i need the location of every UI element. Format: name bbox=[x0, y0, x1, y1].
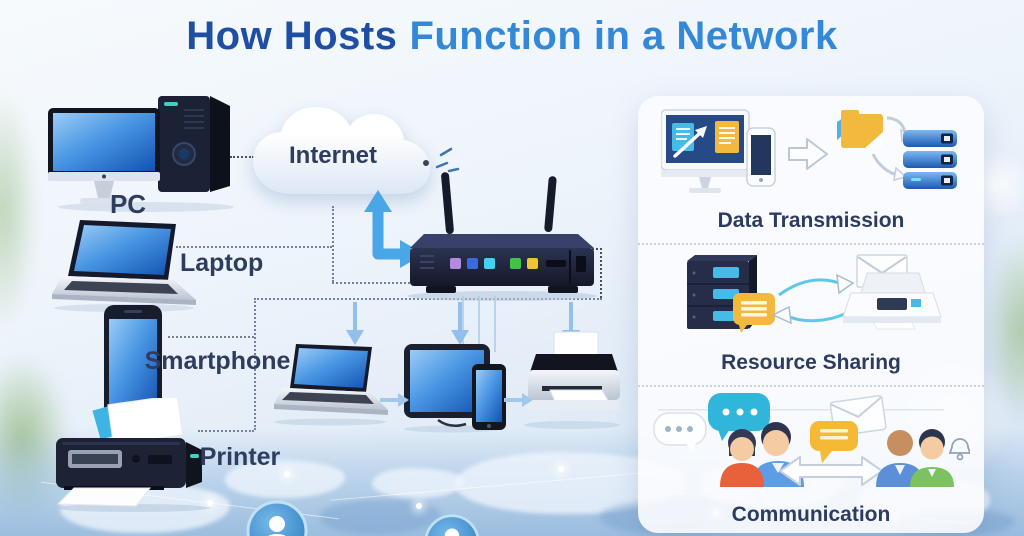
connector-smartphone bbox=[168, 336, 254, 338]
page-title-part1: How Hosts bbox=[186, 14, 398, 58]
connector-pc-cloud bbox=[230, 156, 254, 158]
connected-laptop-icon bbox=[274, 344, 388, 426]
person-avatar-icon bbox=[246, 500, 308, 536]
router-icon bbox=[407, 172, 597, 301]
connected-printer-icon bbox=[524, 331, 620, 429]
resource-sharing-illustration bbox=[687, 254, 942, 333]
internet-cloud-icon bbox=[253, 107, 430, 194]
communication-label: Communication bbox=[731, 503, 891, 526]
router-cable bbox=[462, 296, 464, 352]
data-transmission-illustration bbox=[661, 109, 957, 193]
router-cable bbox=[494, 296, 496, 352]
connector-cloud-router bbox=[332, 282, 426, 284]
printer-label: Printer bbox=[199, 443, 281, 471]
glow-dot bbox=[284, 471, 290, 477]
down-arrow bbox=[451, 302, 469, 345]
pc-label: PC bbox=[109, 189, 147, 219]
connector-cloud-down bbox=[332, 206, 334, 282]
connector-bus-down bbox=[254, 298, 256, 430]
bell-icon bbox=[948, 438, 970, 461]
internet-label: Internet bbox=[288, 142, 377, 169]
person-avatar-icon bbox=[424, 514, 480, 536]
connector-printer bbox=[198, 430, 254, 432]
section-communication: Communication bbox=[638, 387, 984, 536]
connector-laptop bbox=[176, 246, 332, 248]
laptop-label: Laptop bbox=[180, 249, 264, 277]
down-arrow bbox=[346, 302, 364, 345]
page-title-part2: Function in a Network bbox=[409, 14, 838, 58]
right-arrow bbox=[380, 393, 409, 407]
section-data-transmission: Data Transmission bbox=[638, 96, 984, 245]
signal-spark-icon bbox=[423, 147, 460, 173]
smartphone-icon bbox=[103, 305, 163, 434]
laptop-icon bbox=[52, 220, 196, 312]
right-arrow bbox=[504, 393, 533, 407]
glow-dot bbox=[558, 466, 564, 472]
glow-dot bbox=[416, 503, 422, 509]
section-resource-sharing: Resource Sharing bbox=[638, 245, 984, 387]
smartphone-label: Smartphone bbox=[144, 347, 291, 375]
printer-icon bbox=[54, 398, 210, 512]
connector-router-down bbox=[600, 248, 602, 298]
foliage-decoration bbox=[0, 90, 38, 330]
data-transmission-label: Data Transmission bbox=[717, 209, 905, 232]
glow-dot bbox=[207, 500, 213, 506]
connector-router-out bbox=[584, 248, 602, 250]
functions-panel: Data Transmission bbox=[638, 96, 984, 533]
communication-illustration bbox=[653, 393, 970, 487]
resource-sharing-label: Resource Sharing bbox=[721, 351, 901, 374]
pc-icon bbox=[48, 96, 234, 212]
router-cable bbox=[478, 296, 480, 352]
connected-tablet-phone-icon bbox=[404, 344, 506, 433]
